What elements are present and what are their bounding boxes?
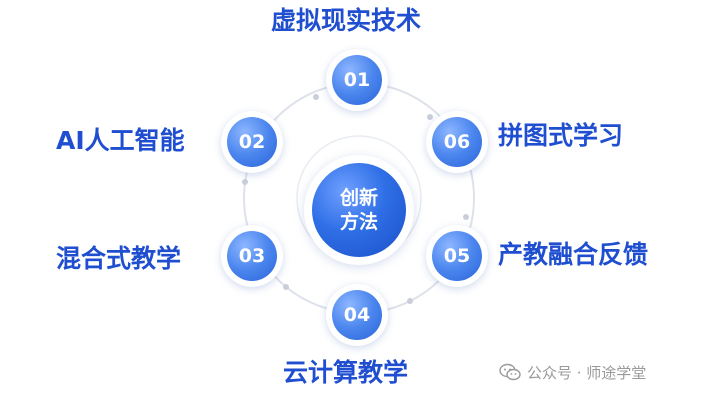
- label-cloud-computing-teaching: 云计算教学: [283, 358, 409, 387]
- node-01-badge: 01: [332, 55, 382, 105]
- node-04-badge: 04: [332, 290, 382, 340]
- label-blended-teaching: 混合式教学: [56, 244, 182, 273]
- node-05: 05: [426, 225, 488, 287]
- wechat-icon: [499, 363, 521, 381]
- node-01: 01: [326, 49, 388, 111]
- center-hub: 创新 方法: [304, 155, 414, 265]
- ring-dots: [242, 94, 469, 304]
- node-03: 03: [221, 225, 283, 287]
- node-03-badge: 03: [227, 231, 277, 281]
- watermark-text: 公众号 · 师途学堂: [527, 363, 647, 382]
- center-hub-inner: 创新 方法: [312, 163, 406, 257]
- label-vr-technology: 虚拟现实技术: [271, 6, 422, 35]
- label-industry-education-feedback: 产教融合反馈: [498, 240, 649, 269]
- node-02-badge: 02: [227, 117, 277, 167]
- center-title-line2: 方法: [339, 211, 378, 233]
- node-05-badge: 05: [432, 231, 482, 281]
- node-06: 06: [426, 111, 488, 173]
- node-04: 04: [326, 284, 388, 346]
- label-jigsaw-learning: 拼图式学习: [498, 121, 624, 150]
- label-ai: AI人工智能: [56, 126, 185, 155]
- center-title-line1: 创新: [339, 187, 378, 209]
- node-06-badge: 06: [432, 117, 482, 167]
- watermark: 公众号 · 师途学堂: [499, 360, 646, 384]
- node-02: 02: [221, 111, 283, 173]
